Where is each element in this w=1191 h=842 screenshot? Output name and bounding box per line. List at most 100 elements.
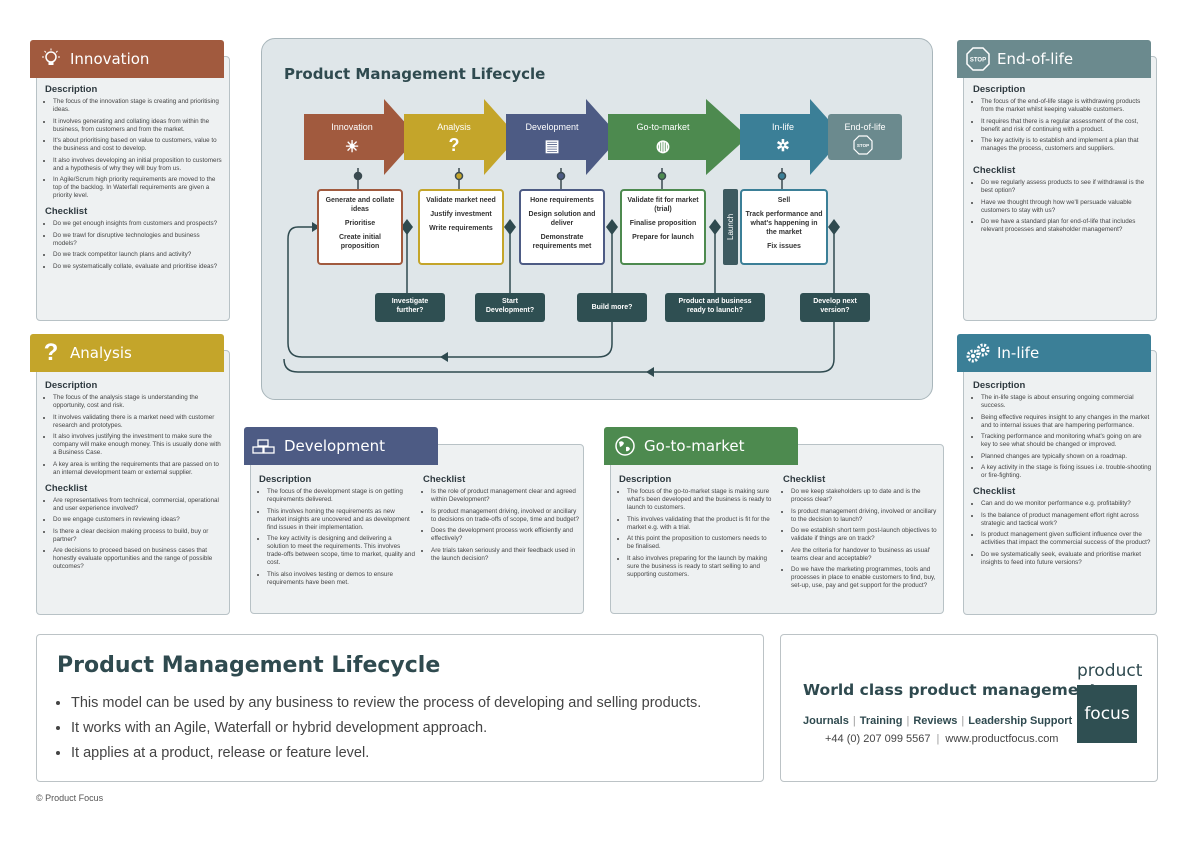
list-item: Do we establish short term post-launch o… xyxy=(791,527,939,543)
end-of-life-description-heading: Description xyxy=(973,84,1026,95)
in-life-panel xyxy=(963,350,1157,615)
list-item: The key activity is designing and delive… xyxy=(267,535,415,567)
end-of-life-body: Description The focus of the end-of-life… xyxy=(973,84,1151,242)
in-life-body: Description The in-life stage is about e… xyxy=(973,380,1153,575)
stage-label-in-life: In-life xyxy=(771,122,794,132)
logo-product-text: product xyxy=(1077,661,1143,681)
list-item: Do we trawl for disruptive technologies … xyxy=(53,232,225,248)
list-item: The focus of the go-to-market stage is m… xyxy=(627,488,775,512)
list-item: The key activity is to establish and imp… xyxy=(981,137,1151,153)
decision-develop-next-version: Develop next version? xyxy=(800,293,870,322)
analysis-panel xyxy=(36,350,230,615)
list-item: Do we have the marketing programmes, too… xyxy=(791,566,939,590)
decision-build-more: Build more? xyxy=(577,293,647,322)
list-item: This also involves testing or demos to e… xyxy=(267,571,415,587)
lifecycle-diagram: STOP Product Management Lifecycle Innova… xyxy=(261,38,933,400)
list-item: In Agile/Scrum high priority requirement… xyxy=(53,176,225,200)
link-reviews[interactable]: Reviews xyxy=(913,715,958,727)
summary-list: This model can be used by any business t… xyxy=(57,691,701,766)
diagram-title: Product Management Lifecycle xyxy=(284,65,546,83)
question-mark-icon: ? xyxy=(448,135,460,155)
gears-icon xyxy=(965,340,991,366)
list-item: Are decisions to proceed based on busine… xyxy=(53,547,225,571)
activity-item: Demonstrate requirements met xyxy=(532,234,592,250)
activity-item: Write requirements xyxy=(429,225,493,232)
go-to-market-panel xyxy=(610,444,944,614)
launch-bar: Launch xyxy=(723,189,738,265)
activity-item: Validate fit for market (trial) xyxy=(627,197,699,213)
innovation-description-heading: Description xyxy=(45,84,98,95)
activity-item: Prepare for launch xyxy=(632,234,694,241)
go-to-market-body: Description The focus of the go-to-marke… xyxy=(619,475,939,598)
activity-item: Generate and collate ideas xyxy=(325,197,395,213)
analysis-title: Analysis xyxy=(70,344,132,362)
end-of-life-header: STOP End-of-life xyxy=(957,40,1151,78)
stage-connectors xyxy=(353,168,787,189)
list-item: The focus of the analysis stage is under… xyxy=(53,394,225,410)
development-description-list: The focus of the development stage is on… xyxy=(259,488,415,587)
list-item: The focus of the end-of-life stage is wi… xyxy=(981,98,1151,114)
list-item: Is product management given sufficient i… xyxy=(981,531,1153,547)
brand-links: Journals|Training|Reviews|Leadership Sup… xyxy=(803,715,1073,727)
analysis-arrow xyxy=(404,99,518,175)
innovation-checklist: Do we get enough insights from customers… xyxy=(45,220,225,271)
development-title: Development xyxy=(284,437,385,455)
list-item: This involves validating that the produc… xyxy=(627,516,775,532)
go-to-market-description-list: The focus of the go-to-market stage is m… xyxy=(619,488,775,579)
end-of-life-description-list: The focus of the end-of-life stage is wi… xyxy=(973,98,1151,153)
in-life-checklist-heading: Checklist xyxy=(973,486,1016,497)
development-description-heading: Description xyxy=(259,474,312,485)
link-training[interactable]: Training xyxy=(859,715,903,727)
list-item: Do we get enough insights from customers… xyxy=(53,220,225,228)
list-item: Do we keep stakeholders up to date and i… xyxy=(791,488,939,504)
list-item: The in-life stage is about ensuring ongo… xyxy=(981,394,1153,410)
stage-label-end-of-life: End-of-life xyxy=(844,122,886,132)
development-arrow xyxy=(506,99,620,175)
website-link[interactable]: www.productfocus.com xyxy=(945,733,1059,745)
list-item: Planned changes are typically shown on a… xyxy=(981,453,1153,461)
decision-investigate-further: Investigate further? xyxy=(375,293,445,322)
lifecycle-flow-graphic: STOP xyxy=(283,99,902,377)
bricks-icon: ▤ xyxy=(544,138,560,155)
activity-item: Hone requirements xyxy=(530,197,594,204)
list-item: The focus of the development stage is on… xyxy=(267,488,415,504)
activity-item: Finalise proposition xyxy=(629,220,697,227)
list-item: Do we track competitor launch plans and … xyxy=(53,251,225,259)
development-body: Description The focus of the development… xyxy=(259,474,579,595)
stage-label-go-to-market: Go-to-market xyxy=(636,122,690,132)
analysis-checklist: Are representatives from technical, comm… xyxy=(45,497,225,572)
list-item: Do we regularly assess products to see i… xyxy=(981,179,1151,195)
innovation-arrow xyxy=(304,99,418,175)
list-item: Are trials taken seriously and their fee… xyxy=(431,547,579,563)
list-item: It involves generating and collating ide… xyxy=(53,118,225,134)
activity-item: Justify investment xyxy=(430,211,492,218)
in-life-description-list: The in-life stage is about ensuring ongo… xyxy=(973,394,1153,480)
link-journals[interactable]: Journals xyxy=(803,715,849,727)
analysis-description-heading: Description xyxy=(45,380,98,391)
development-panel xyxy=(250,444,584,614)
copyright-notice: © Product Focus xyxy=(36,793,104,803)
list-item: Is the role of product management clear … xyxy=(431,488,579,504)
development-checklist-heading: Checklist xyxy=(423,474,466,485)
list-item: Are the criteria for handover to 'busine… xyxy=(791,547,939,563)
in-life-description-heading: Description xyxy=(973,380,1026,391)
end-of-life-block xyxy=(828,114,902,160)
list-item: Does the development process work effici… xyxy=(431,527,579,543)
logo-focus-box: focus xyxy=(1077,685,1137,743)
activity-item: Sell xyxy=(777,197,791,204)
list-item: Can and do we monitor performance e.g. p… xyxy=(981,500,1153,508)
activity-item: Create initial proposition xyxy=(338,234,381,250)
list-item: Do we have a standard plan for end-of-li… xyxy=(981,218,1151,234)
summary-box: Product Management Lifecycle This model … xyxy=(36,634,764,782)
innovation-activities: Generate and collate ideas Prioritise Cr… xyxy=(317,189,403,265)
in-life-activities: Sell Track performance and what's happen… xyxy=(740,189,828,265)
activity-item: Prioritise xyxy=(344,220,376,227)
list-item: Is product management driving, involved … xyxy=(791,508,939,524)
end-of-life-panel xyxy=(963,56,1157,321)
link-leadership-support[interactable]: Leadership Support xyxy=(968,715,1073,727)
list-item: It also involves preparing for the launc… xyxy=(627,555,775,579)
svg-text:STOP: STOP xyxy=(970,58,986,64)
brand-title: World class product management xyxy=(803,681,1097,699)
list-item: A key activity in the stage is fixing is… xyxy=(981,464,1153,480)
list-item: Are representatives from technical, comm… xyxy=(53,497,225,513)
